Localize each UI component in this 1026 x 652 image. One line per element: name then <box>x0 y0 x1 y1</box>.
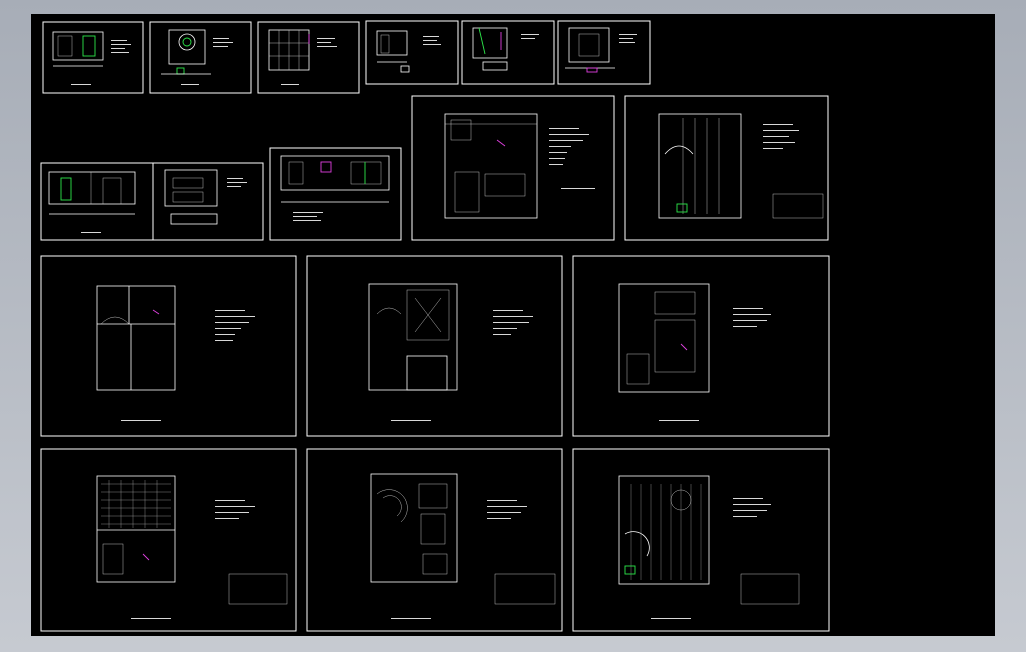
sheet-plan-row4-left[interactable] <box>40 448 297 632</box>
sheet-elevation-6[interactable] <box>557 20 651 85</box>
sheet-elevation-3[interactable] <box>257 21 360 94</box>
sheet-plan-row4-right[interactable] <box>572 448 830 632</box>
sheet-elevation-4[interactable] <box>365 20 459 85</box>
sheet-elevation-5[interactable] <box>461 20 555 85</box>
sheet-elevation-1[interactable] <box>42 21 144 94</box>
sheet-elevation-2[interactable] <box>149 21 252 94</box>
sheet-floor-plan-top[interactable] <box>624 95 829 241</box>
cad-model-space[interactable] <box>31 14 995 636</box>
sheet-section-2[interactable] <box>152 162 264 241</box>
sheet-plan-row3-left[interactable] <box>40 255 297 437</box>
sheet-plan-row3-right[interactable] <box>572 255 830 437</box>
sheet-plan-row3-mid[interactable] <box>306 255 563 437</box>
cad-drawing-canvas[interactable] <box>31 14 995 636</box>
sheet-plan-row4-mid[interactable] <box>306 448 563 632</box>
sheet-section-3[interactable] <box>269 147 402 241</box>
sheet-ceiling-plan-top[interactable] <box>411 95 615 241</box>
sheet-section-1[interactable] <box>40 162 154 241</box>
